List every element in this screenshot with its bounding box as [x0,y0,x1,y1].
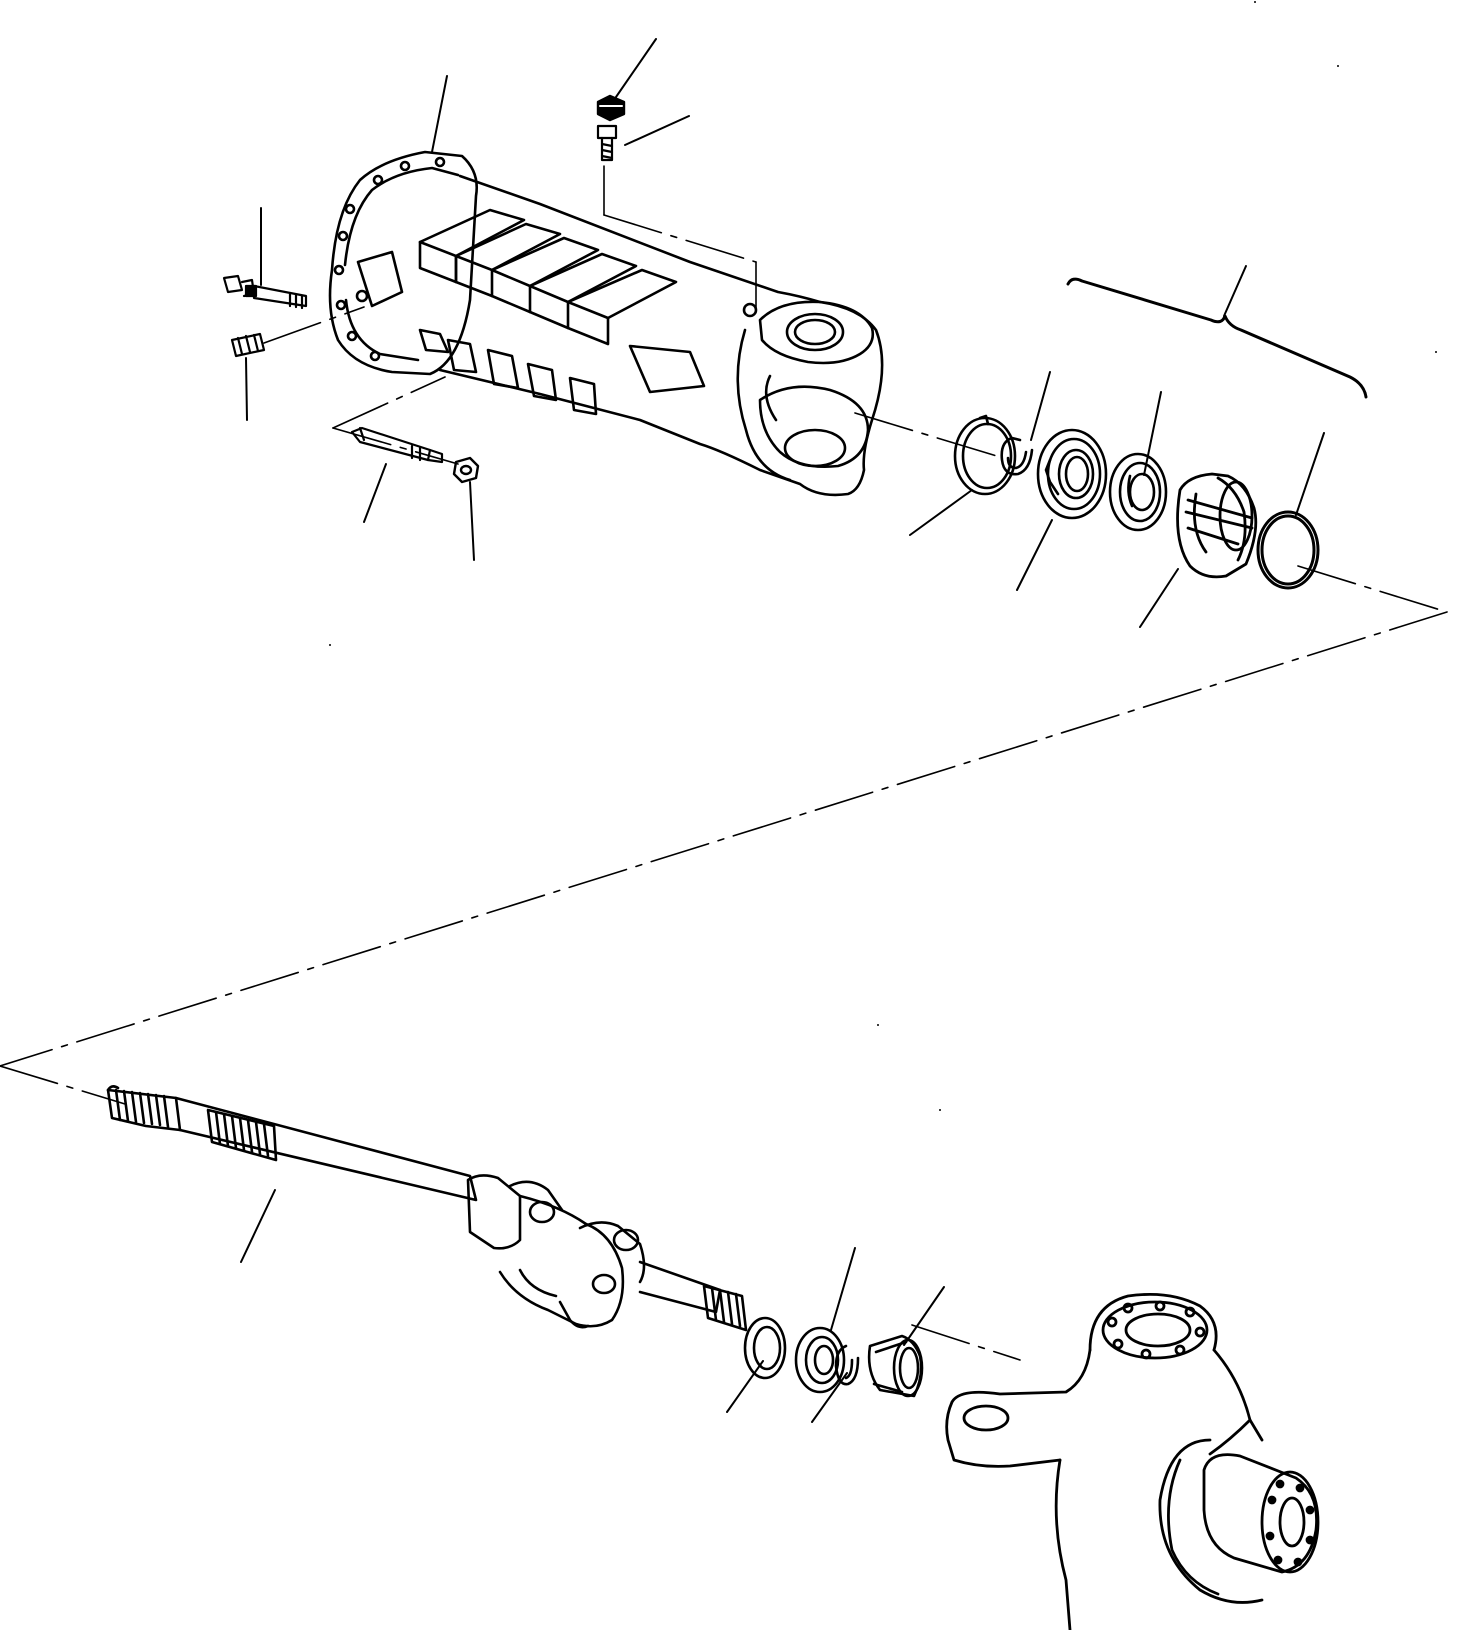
kit-bracket [1066,277,1368,399]
circlip-small [834,1344,860,1386]
housing-body [438,174,884,497]
leader-line-bearing-race [1143,391,1162,476]
specks [329,1,1437,1111]
leader-line-plug [245,357,248,421]
leader-line-bushing [1139,568,1179,628]
o-ring [1256,510,1320,590]
plug [230,332,266,358]
washer [743,1316,787,1380]
yoke-bore-bottom [783,428,847,468]
leader-line-nut-top [615,38,657,98]
pin [350,426,444,464]
bearing-race [1108,452,1168,532]
needle-bearing [867,1334,924,1398]
leader-lines [240,38,1325,1423]
nut [596,94,626,122]
ball-bearing [1036,428,1108,520]
leader-line-housing [431,75,448,153]
assembly-line-knuckle [911,1324,1021,1361]
yoke-bore-top [785,312,845,352]
stud [222,274,308,310]
bolt [596,124,618,162]
bushing [1176,472,1258,579]
snap-ring [953,414,1017,496]
assembly-line-shaft-in [0,1065,126,1105]
leader-line-kit [1223,265,1247,317]
pin-nut [452,456,480,484]
leader-line-circlip [1030,371,1051,441]
assembly-lines [0,165,1448,1361]
seal [794,1326,846,1394]
leader-line-washer [726,1360,764,1413]
assembly-line-housing-axis [854,412,1001,458]
universal-joint [466,1174,748,1332]
axle-housing [328,150,884,497]
circlip [1000,436,1034,476]
assembly-line-diagonal [0,611,1448,1067]
leader-line-o-ring [1295,432,1325,516]
assembly-line-pin [332,376,446,429]
leader-line-pin [363,463,387,523]
steering-knuckle [945,1293,1320,1630]
axle-shaft [106,1085,478,1202]
leader-line-seal [830,1247,856,1331]
leader-line-needle-bearing [903,1286,945,1346]
leader-line-pin-nut [469,481,475,561]
assembly-line-oring-out [1297,565,1448,613]
leader-line-bolt-top [624,115,690,146]
housing-flange [328,150,478,376]
leader-line-ball-bearing [1016,519,1053,591]
leader-line-snap-ring [909,489,973,536]
assembly-line-bolt-top-2 [603,214,757,263]
leader-line-shaft [240,1189,276,1263]
